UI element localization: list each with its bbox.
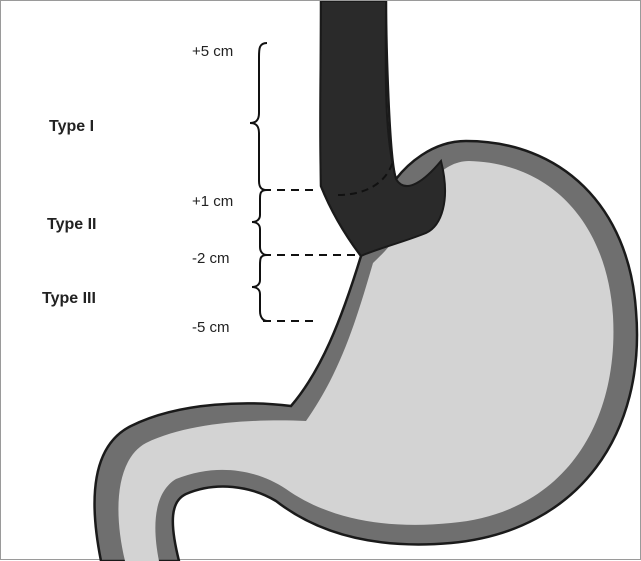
- brace-type-i: [250, 43, 267, 190]
- level-label-minus-5: -5 cm: [192, 319, 230, 336]
- brace-type-ii: [252, 190, 267, 255]
- level-label-minus-2: -2 cm: [192, 250, 230, 267]
- type-label-ii: Type II: [47, 216, 97, 233]
- level-label-plus-1: +1 cm: [192, 193, 233, 210]
- type-label-i: Type I: [49, 118, 94, 135]
- level-label-plus-5: +5 cm: [192, 43, 233, 60]
- esophagus: [320, 1, 445, 256]
- brace-type-iii: [252, 255, 267, 321]
- type-label-iii: Type III: [42, 290, 96, 307]
